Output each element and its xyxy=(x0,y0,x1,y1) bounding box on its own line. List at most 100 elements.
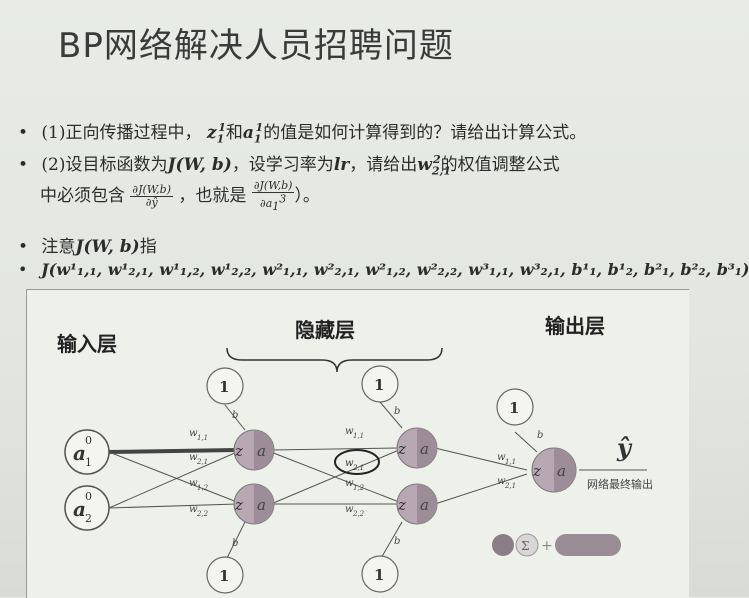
svg-text:1,1: 1,1 xyxy=(353,432,364,440)
q2-line2-suffix: ）。 xyxy=(294,185,320,206)
question-2: • (2)设目标函数为J(W, b)，设学习率为lr，请给出w2,12的权值调整… xyxy=(18,150,560,177)
hidden2-node-1: z a xyxy=(396,427,438,469)
svg-text:1: 1 xyxy=(85,456,92,469)
svg-text:w: w xyxy=(345,478,354,489)
svg-text:1: 1 xyxy=(509,399,519,417)
bullet-icon: • xyxy=(18,260,28,279)
svg-text:w: w xyxy=(189,478,198,489)
bias-node-output: 1 xyxy=(496,388,534,426)
svg-text:a: a xyxy=(557,462,566,480)
q2-frac-dj-dy: ∂J(W,b)∂ŷ xyxy=(130,182,174,209)
q2-line2-mid: ，也就是 xyxy=(178,185,247,206)
q2-mid2: ，请给出 xyxy=(349,155,418,175)
q2-frac-dj-da: ∂J(W,b)∂a13 xyxy=(251,179,295,213)
q1-prefix: (1)正向传播过程中， xyxy=(41,123,202,143)
bias-node-h1-top: 1 xyxy=(206,367,244,405)
output-node: z a xyxy=(531,447,577,493)
svg-text:z: z xyxy=(532,462,541,480)
svg-text:a: a xyxy=(73,497,86,521)
svg-text:1: 1 xyxy=(219,378,229,396)
edge-a1-z1 xyxy=(108,448,238,454)
svg-text:b: b xyxy=(394,536,400,547)
question-2-line2: 中必须包含 ∂J(W,b)∂ŷ ，也就是 ∂J(W,b)∂a13）。 xyxy=(40,180,320,213)
network-svg: a 1 0 a 2 0 z a z a z a xyxy=(64,347,647,594)
svg-text:a: a xyxy=(420,496,429,514)
svg-text:1,1: 1,1 xyxy=(197,434,208,442)
edge-bias-z21 xyxy=(379,401,403,429)
svg-text:w: w xyxy=(345,504,354,515)
svg-text:z: z xyxy=(234,442,243,460)
edge-bias-z11 xyxy=(224,404,246,431)
svg-text:+: + xyxy=(541,538,553,554)
bullet-icon: • xyxy=(18,155,29,175)
network-diagram: 输入层 隐藏层 输出层 网络最终输出 a 1 0 xyxy=(26,289,689,598)
input-layer-label: 输入层 xyxy=(57,332,117,356)
output-y-hat: ŷ xyxy=(616,433,633,462)
edge-bias-out xyxy=(514,431,538,453)
svg-text:w: w xyxy=(189,504,198,515)
svg-text:1,2: 1,2 xyxy=(353,484,365,492)
svg-text:w: w xyxy=(497,452,506,463)
question-1: • (1)正向传播过程中， z11和a11的值是如何计算得到的？请给出计算公式。 xyxy=(18,118,586,145)
params-line-wrap: • J(w¹₁,₁, w¹₂,₁, w¹₁,₂, w¹₂,₂, w²₁,₁, w… xyxy=(18,260,749,279)
svg-text:a: a xyxy=(420,440,429,458)
hidden-brace xyxy=(226,347,443,373)
svg-text:b: b xyxy=(232,410,238,421)
hidden1-node-1: z a xyxy=(233,429,275,471)
svg-text:b: b xyxy=(232,538,238,549)
svg-text:z: z xyxy=(234,496,243,514)
svg-text:1: 1 xyxy=(374,376,384,394)
svg-text:1: 1 xyxy=(219,567,229,585)
svg-text:2,1: 2,1 xyxy=(352,464,364,472)
svg-text:2,2: 2,2 xyxy=(196,510,209,518)
q2-lr: lr xyxy=(333,155,350,175)
svg-text:2: 2 xyxy=(85,512,92,525)
q2-suffix: 的权值调整公式 xyxy=(440,155,560,175)
slide-title: BP网络解决人员招聘问题 xyxy=(58,26,454,66)
bullet-icon: • xyxy=(18,123,29,143)
svg-text:w: w xyxy=(189,452,198,463)
hidden-layer-label: 隐藏层 xyxy=(295,318,355,342)
svg-text:a: a xyxy=(257,496,266,514)
edge-a1-z2 xyxy=(108,451,238,503)
svg-text:2,2: 2,2 xyxy=(352,510,365,518)
svg-text:2,1: 2,1 xyxy=(196,458,208,466)
highlighted-weight: w xyxy=(345,458,354,469)
q2-line2-prefix: 中必须包含 xyxy=(40,185,125,206)
q2-prefix: (2)设目标函数为 xyxy=(41,155,168,175)
note-prefix: 注意 xyxy=(41,237,76,257)
params-line: J(w¹₁,₁, w¹₂,₁, w¹₁,₂, w¹₂,₂, w²₁,₁, w²₂… xyxy=(41,260,749,279)
q1-suffix: 的值是如何计算得到的？请给出计算公式。 xyxy=(263,123,587,143)
highlight-ellipse xyxy=(334,449,380,475)
q2-mid1: ，设学习率为 xyxy=(231,155,334,175)
q2-jw: J(W, b) xyxy=(167,155,232,175)
edge-a2-z2 xyxy=(108,503,238,509)
q1-a-symbol: a11 xyxy=(242,121,264,146)
output-caption: 网络最终输出 xyxy=(587,478,653,491)
svg-text:Σ: Σ xyxy=(521,539,529,553)
bias-node-h2-top: 1 xyxy=(361,365,399,403)
q2-w-symbol: w2,12 xyxy=(417,153,452,178)
edge-h21-out xyxy=(434,447,528,471)
svg-text:b: b xyxy=(537,430,543,441)
edge-bias-z12 xyxy=(224,521,246,563)
bias-node-h2-bottom: 1 xyxy=(361,555,399,593)
bullet-icon: • xyxy=(18,237,29,257)
input-node-a1: a 1 0 xyxy=(64,429,110,475)
edge-h22-out xyxy=(434,473,528,505)
svg-text:1: 1 xyxy=(374,566,384,584)
note-line: • 注意J(W, b)指 xyxy=(18,232,157,257)
note-suffix: 指 xyxy=(139,237,157,257)
edge-a2-z1 xyxy=(108,451,238,509)
svg-text:0: 0 xyxy=(85,490,92,503)
edge-h1-h21 xyxy=(270,447,400,451)
hidden2-node-2: z a xyxy=(396,483,438,525)
svg-text:1,1: 1,1 xyxy=(505,458,516,466)
svg-text:1,2: 1,2 xyxy=(197,484,209,492)
legend-shapes: Σ + xyxy=(492,533,621,557)
edge-bias-z22 xyxy=(379,521,403,561)
output-layer-label: 输出层 xyxy=(545,314,605,338)
svg-text:w: w xyxy=(497,476,506,487)
svg-text:a: a xyxy=(257,442,266,460)
